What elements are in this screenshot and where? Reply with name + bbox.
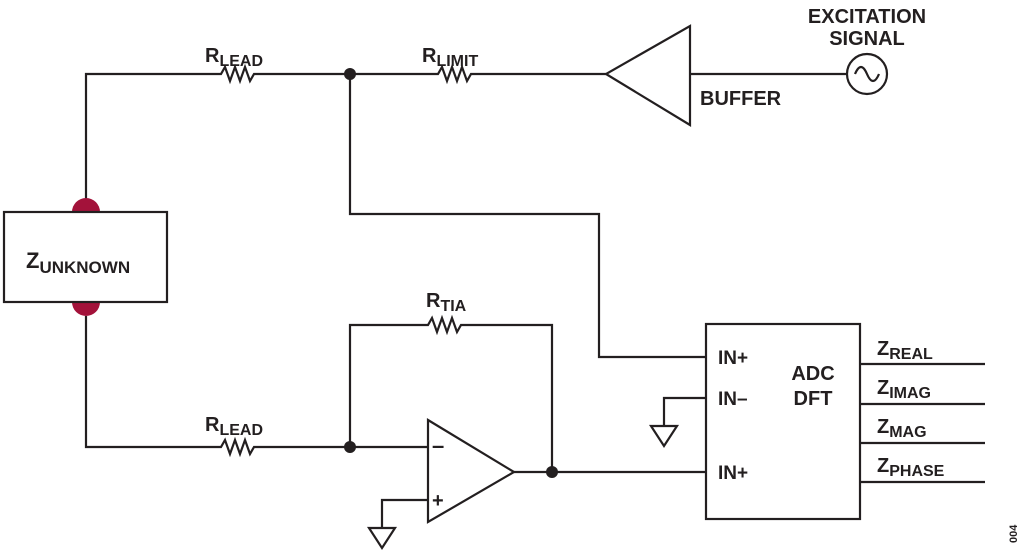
- r-lead-bottom-label: RLEAD: [205, 414, 263, 439]
- ground-icon: [366, 526, 398, 551]
- output-label-imag: ZIMAG: [877, 377, 931, 402]
- wire-feedback: [348, 314, 554, 472]
- output-label-phase: ZPHASE: [877, 455, 945, 480]
- r-lead-top-label: RLEAD: [205, 45, 263, 70]
- adc-in-plus-top-label: IN+: [718, 348, 748, 369]
- excitation-label-line2: SIGNAL: [829, 28, 905, 50]
- opamp-plus-label: +: [432, 490, 444, 512]
- opamp-minus-label: –: [432, 433, 444, 458]
- adc-dft-box: [704, 322, 862, 521]
- excitation-label-line1: EXCITATION: [808, 6, 926, 28]
- figure-number: 004: [1008, 524, 1020, 543]
- wire-opamp-ground: [380, 498, 428, 528]
- adc-in-minus-label: IN–: [718, 389, 748, 410]
- buffer-label: BUFFER: [700, 88, 782, 110]
- adc-title-line2: DFT: [794, 388, 833, 410]
- r-limit-label: RLIMIT: [422, 45, 478, 70]
- wire-top: [84, 63, 606, 200]
- adc-title-line1: ADC: [791, 363, 834, 385]
- adc-in-plus-bottom-label: IN+: [718, 463, 748, 484]
- wire-bottom: [84, 316, 428, 458]
- output-label-mag: ZMAG: [877, 416, 927, 441]
- sine-wave-icon: [853, 65, 881, 83]
- ground-icon: [648, 424, 680, 449]
- junction-dot: [546, 466, 558, 478]
- junction-dot: [344, 441, 356, 453]
- wire-sense-to-adc: [348, 74, 706, 359]
- z-unknown-label: ZUNKNOWN: [26, 248, 130, 277]
- r-tia-label: RTIA: [426, 290, 467, 315]
- wire-adc-ground: [662, 396, 706, 426]
- junction-dot: [344, 68, 356, 80]
- z-unknown-box: [2, 210, 169, 304]
- buffer-triangle: [603, 24, 692, 127]
- opamp-triangle: [426, 418, 517, 524]
- output-label-real: ZREAL: [877, 338, 933, 363]
